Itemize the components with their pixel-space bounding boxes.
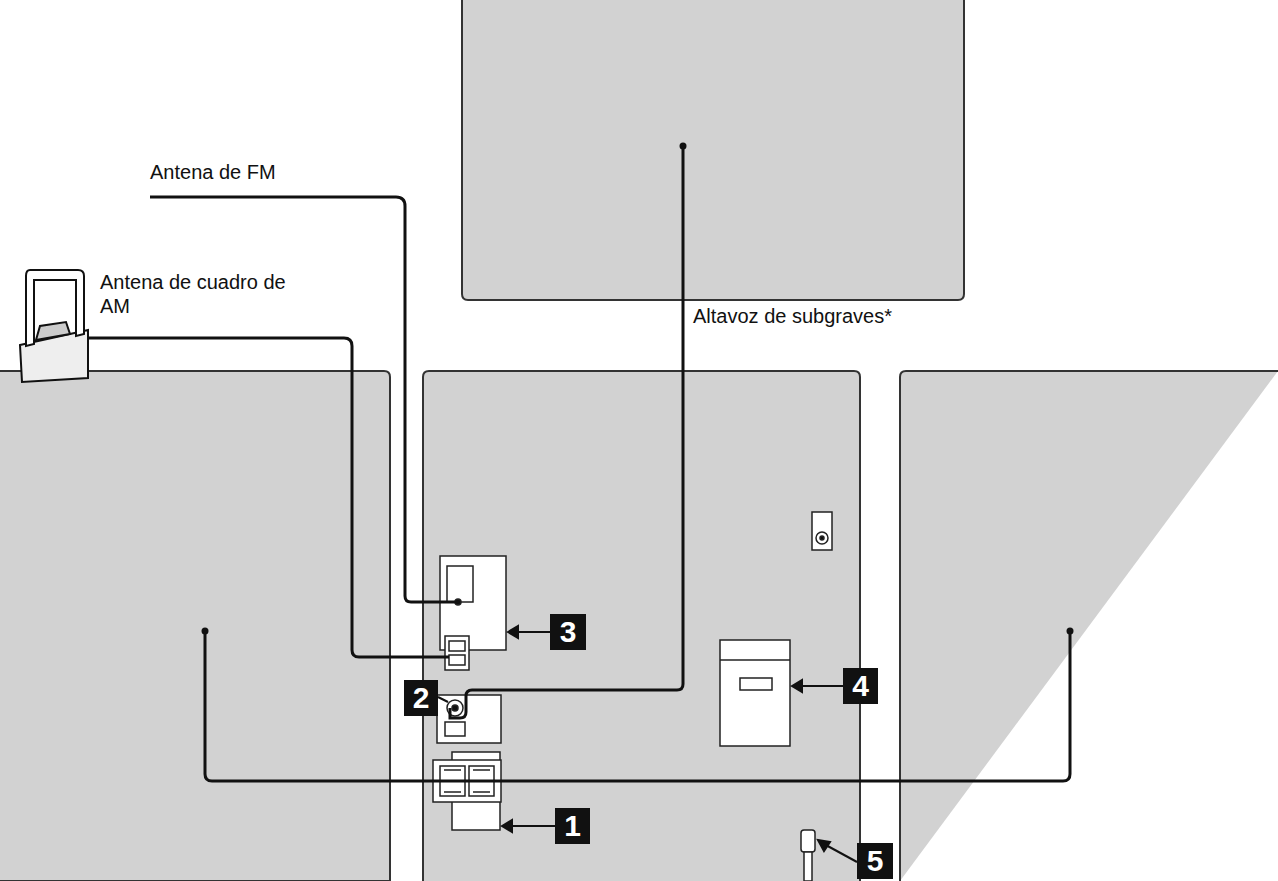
antenna-label: Antena de FM [150, 160, 276, 184]
callout-number: 4 [843, 668, 878, 704]
callout-number: 3 [550, 614, 586, 650]
am-loop-antenna [20, 270, 88, 382]
callout-number: 2 [404, 680, 438, 716]
part-label: Altavoz de subgraves* [693, 304, 892, 328]
main-unit [423, 371, 860, 881]
callout-leaders [438, 626, 857, 862]
subwoofer [462, 0, 964, 300]
left-speaker [0, 371, 390, 881]
antenna-label: Antena de cuadro de AM [100, 270, 290, 318]
wires [75, 146, 1070, 781]
jack [812, 512, 832, 550]
right-speaker [900, 371, 1278, 881]
speaker-panel [433, 752, 501, 830]
antenna-panel [440, 556, 506, 670]
power-cord [801, 830, 815, 881]
callout-number: 5 [857, 843, 893, 879]
subwoofer-panel [437, 695, 501, 743]
socket-panel [720, 640, 790, 746]
callout-number: 1 [555, 808, 590, 844]
